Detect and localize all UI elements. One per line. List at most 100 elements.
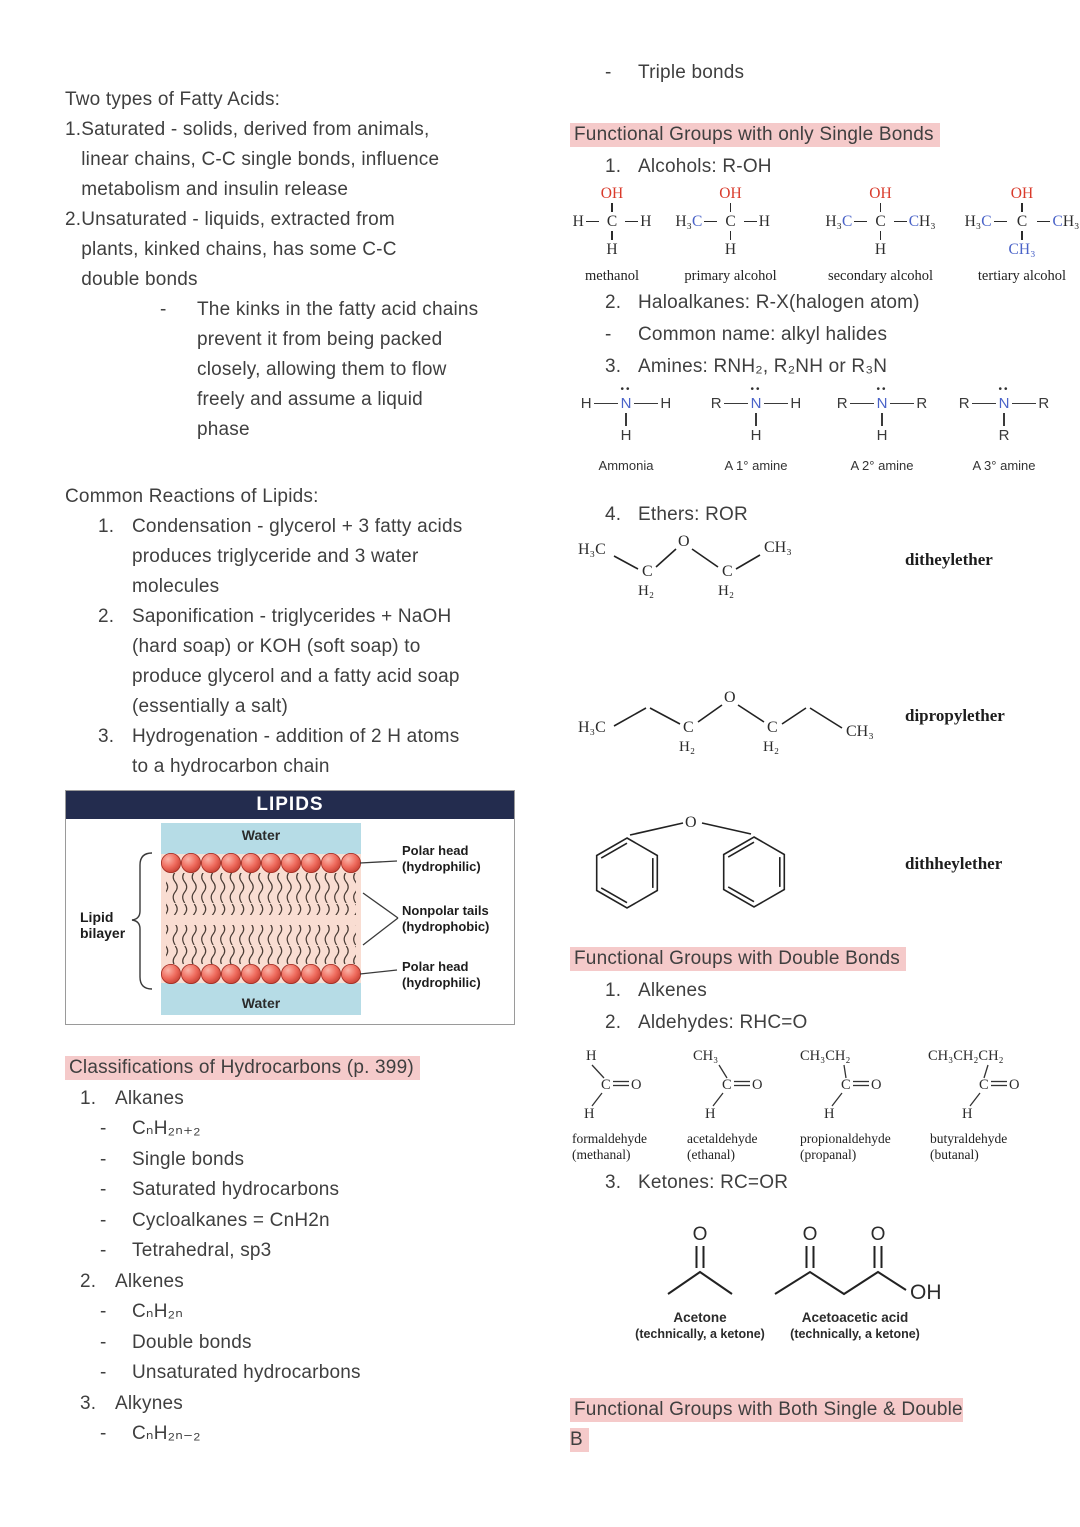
svg-text:CH₃: CH₃ [764, 539, 792, 556]
svg-text:O: O [1009, 1077, 1019, 1093]
structure-label: secondary alcohol [827, 268, 934, 284]
ketone-subtitle: (technically, a ketone) [790, 1327, 920, 1341]
hydrocarbons-section: Classifications of Hydrocarbons (p. 399)… [65, 1053, 520, 1450]
single-bonds-heading: Functional Groups with only Single Bonds [570, 120, 940, 150]
double-bonds-heading: Functional Groups with Double Bonds [570, 944, 906, 974]
list-subitem: -Unsaturated hydrocarbons [100, 1362, 361, 1383]
ketones-item: 3. Ketones: RC=OR [605, 1172, 789, 1193]
list-subitem: -CₙH₂ₙ₋₂ [100, 1423, 201, 1444]
list-subitem: -Saturated hydrocarbons [100, 1179, 340, 1200]
aldehydes-item: 2. Aldehydes: RHC=O [605, 1012, 808, 1033]
section-title-lipid-reactions: Common Reactions of Lipids: [65, 486, 319, 507]
lipid-bilayer-graphic: Water Water [131, 823, 399, 1015]
ethers-item: 4. Ethers: ROR [605, 504, 748, 525]
alcohols-item: 1. Alcohols: R-OH [605, 156, 772, 177]
svg-text:O: O [678, 533, 690, 550]
structure-label: A 1° amine [724, 458, 788, 473]
list-number: 3. [98, 726, 115, 747]
propionaldehyde-structure: CH₃CH₂ C O H [800, 1048, 881, 1122]
svg-text:C: C [841, 1077, 851, 1093]
svg-text:O: O [685, 814, 697, 831]
structure-label: A 3° amine [972, 458, 1036, 473]
structure-butyraldehyde: CH₃CH₂CH₂ C O H butyraldehyde (butanal) [928, 1038, 1068, 1163]
annotation-pointer-lines [359, 860, 399, 975]
structure-label: A 2° amine [850, 458, 914, 473]
acetaldehyde-structure: CH₃ C O H [693, 1048, 762, 1122]
list-text: The kinks in the fatty acid chains preve… [197, 299, 479, 440]
highlighted-title: Classifications of Hydrocarbons (p. 399) [65, 1056, 420, 1080]
aldehydes-figure-row: H C O H formaldehyde (methanal) CH₃ C O … [570, 1038, 1080, 1163]
svg-text:O: O [631, 1077, 641, 1093]
diphenyl-ether-structure: O [595, 814, 786, 909]
triple-bonds-item: - Triple bonds [570, 58, 1075, 88]
nonpolar-tails-bottom [166, 925, 356, 964]
ketone-name: Acetoacetic acid [802, 1310, 909, 1325]
list-subitem: - The kinks in the fatty acid chains pre… [65, 295, 520, 445]
svg-text:H₂: H₂ [718, 583, 734, 599]
highlighted-title: Functional Groups with only Single Bonds [570, 123, 940, 147]
structure-acetaldehyde: CH₃ C O H acetaldehyde (ethanal) [685, 1038, 795, 1163]
lone-pair: •• [998, 384, 1010, 395]
amines-figure-row: •• H N H H Ammonia •• R N H H A 1° amine… [570, 384, 1080, 496]
section-title-fatty-acids: Two types of Fatty Acids: [65, 89, 281, 110]
structure-label: dipropylether [905, 706, 1005, 725]
structure-formaldehyde: H C O H formaldehyde (methanal) [570, 1038, 680, 1163]
list-number: 2. [65, 209, 82, 230]
svg-text:H: H [584, 1106, 595, 1120]
nonpolar-tails-top [166, 873, 356, 915]
list-text: Unsaturated - liquids, extracted from pl… [81, 209, 397, 290]
dipropyl-ether-structure: H₃C C H₂ O C H₂ CH₃ [578, 689, 874, 755]
svg-text:H₂: H₂ [679, 739, 695, 755]
svg-text:C: C [642, 563, 653, 580]
section-title-hydrocarbons: Classifications of Hydrocarbons (p. 399) [65, 1053, 520, 1084]
diethyl-ether-structure: H₃C C H₂ O C H₂ CH₃ [578, 533, 792, 599]
list-text: Saturated - solids, derived from animals… [81, 119, 440, 200]
list-text: Saponification - triglycerides + NaOH (h… [132, 606, 460, 717]
svg-text:CH₃: CH₃ [693, 1048, 718, 1064]
lone-pair: •• [876, 384, 888, 395]
structure-tertiary-amine: •• R N R R A 3° amine [948, 384, 1060, 474]
svg-text:H₃C: H₃C [578, 541, 606, 558]
list-item: 1.Alkanes [80, 1087, 184, 1109]
svg-text:C: C [722, 1077, 732, 1093]
figure-title: LIPIDS [66, 791, 514, 819]
list-item: 3. Hydrogenation - addition of 2 H atoms… [65, 722, 525, 782]
svg-text:C: C [767, 719, 778, 736]
diphenyl-ether-figure: O dithheylether [570, 808, 1080, 948]
svg-text:H: H [962, 1106, 973, 1120]
structure-label: Ammonia [598, 458, 654, 473]
list-subitem: -Tetrahedral, sp3 [100, 1240, 272, 1261]
svg-text:C: C [683, 719, 694, 736]
list-item: 2.Alkenes [80, 1270, 184, 1292]
alkyl-halides-item: - Common name: alkyl halides [605, 324, 888, 345]
ketone-name: Acetone [673, 1310, 727, 1325]
haloalkanes-item: 2. Haloalkanes: R-X(halogen atom) [605, 292, 920, 313]
ketone-subtitle: (technically, a ketone) [635, 1327, 765, 1341]
list-item: 1. Condensation - glycerol + 3 fatty aci… [65, 512, 525, 602]
water-label-top: Water [242, 827, 281, 843]
structure-secondary-amine: •• R N R H A 2° amine [826, 384, 938, 474]
svg-text:H₂: H₂ [638, 583, 654, 599]
alkenes-item: 1. Alkenes [605, 980, 707, 1001]
list-number: 1. [65, 119, 82, 140]
structure-propionaldehyde: CH₃CH₂ C O H propionaldehyde (propanal) [798, 1038, 923, 1163]
list-subitem: -Double bonds [100, 1331, 252, 1353]
structure-label: propionaldehyde (propanal) [800, 1131, 891, 1162]
highlighted-title: Functional Groups with Both Single & Dou… [570, 1398, 963, 1452]
nonpolar-tails-label: Nonpolar tails (hydrophobic) [402, 903, 490, 934]
polar-heads-bottom-row [161, 963, 361, 984]
lone-pair: •• [620, 384, 632, 395]
highlighted-title: Functional Groups with Double Bonds [570, 947, 906, 971]
polar-heads-top-row [161, 853, 361, 874]
butyraldehyde-structure: CH₃CH₂CH₂ C O H [928, 1048, 1019, 1122]
bilayer-label: Lipid bilayer [80, 909, 126, 941]
lipid-bilayer-figure: LIPIDS Water Water [65, 790, 515, 1025]
svg-text:O: O [693, 1224, 708, 1245]
svg-text:C: C [979, 1077, 989, 1093]
svg-text:H₃C: H₃C [578, 719, 606, 736]
list-subitem: -CₙH₂ₙ [100, 1301, 183, 1322]
list-subitem: -Single bonds [100, 1148, 245, 1170]
list-number: 2. [98, 606, 115, 627]
